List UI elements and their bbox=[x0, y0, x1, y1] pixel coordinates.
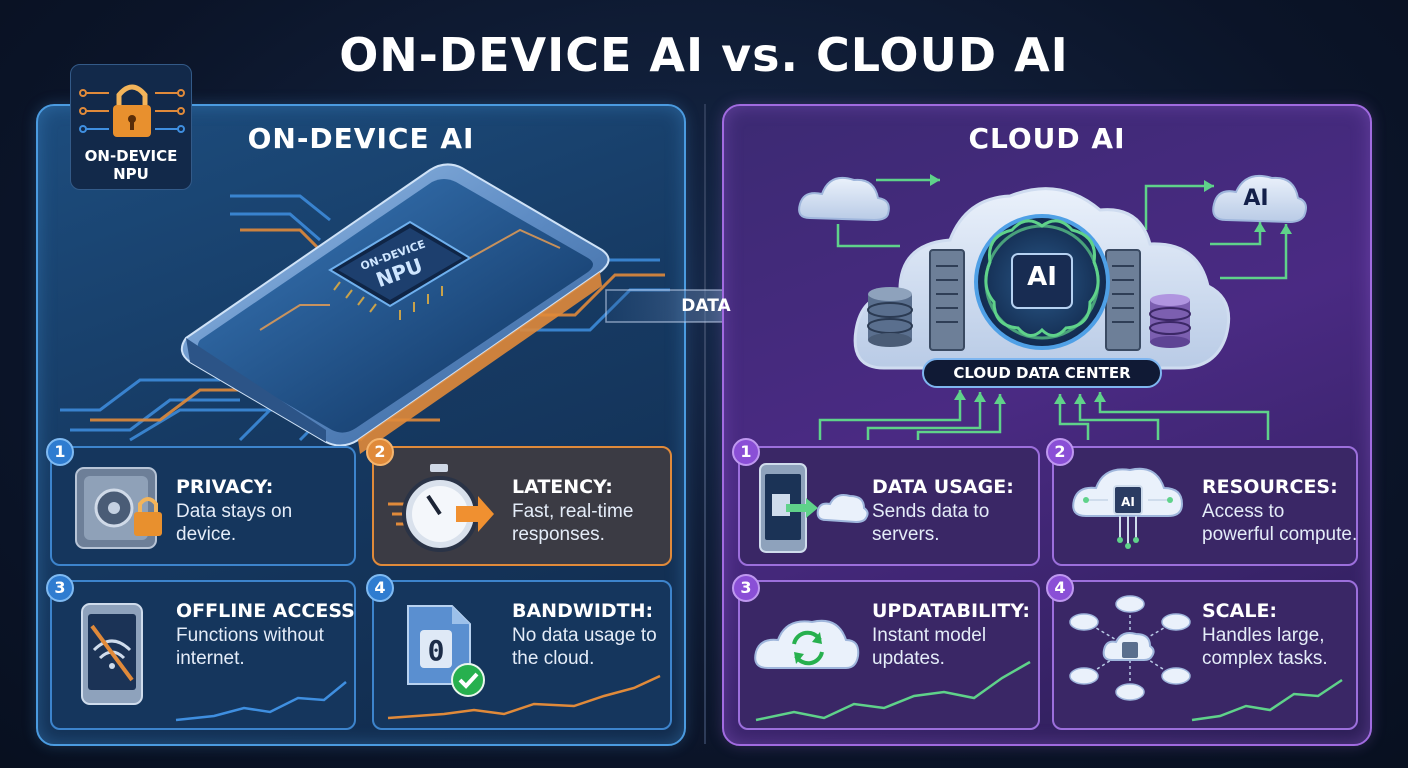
card-updatability: UPDATABILITY: Instant model updates. bbox=[738, 580, 1040, 730]
badge-number-1: 1 bbox=[46, 438, 74, 466]
card-bandwidth-heading: BANDWIDTH: bbox=[512, 600, 654, 622]
card-offline-body: Functions without internet. bbox=[176, 625, 324, 669]
on-device-panel-title: ON-DEVICE AI bbox=[247, 122, 475, 155]
card-privacy-heading: PRIVACY: bbox=[176, 476, 274, 498]
badge-number-2-cloud: 2 bbox=[1046, 438, 1074, 466]
trend-sparkline bbox=[755, 660, 1031, 722]
center-divider bbox=[704, 104, 706, 744]
npu-badge-line2: NPU bbox=[113, 165, 149, 183]
small-ai-cloud bbox=[1212, 174, 1307, 224]
phone-no-wifi-icon bbox=[81, 603, 143, 705]
small-cloud-left bbox=[798, 176, 890, 222]
card-latency: LATENCY: Fast, real-time responses. bbox=[372, 446, 672, 566]
npu-badge-line1: ON-DEVICE bbox=[84, 147, 178, 165]
file-digit-text: 0 bbox=[428, 634, 445, 667]
cloud-chip-icon: AI bbox=[1072, 467, 1184, 549]
card-scale-body: Handles large, complex tasks. bbox=[1202, 625, 1328, 669]
trend-sparkline bbox=[175, 681, 347, 722]
card-scale: SCALE: Handles large, complex tasks. bbox=[1052, 580, 1358, 730]
smartphone bbox=[180, 163, 610, 454]
badge-number-4-cloud: 4 bbox=[1046, 574, 1074, 602]
cloud-sync-icon bbox=[754, 619, 860, 669]
ai-core-label: AI bbox=[1027, 262, 1057, 292]
npu-badge: ON-DEVICE NPU bbox=[70, 64, 192, 190]
ai-small-cloud-label: AI bbox=[1243, 186, 1269, 211]
card-resources-body: Access to powerful compute. bbox=[1202, 501, 1358, 545]
page-title: ON-DEVICE AI vs. CLOUD AI bbox=[339, 28, 1069, 82]
badge-number-4: 4 bbox=[366, 574, 394, 602]
badge-number-1-cloud: 1 bbox=[732, 438, 760, 466]
card-scale-heading: SCALE: bbox=[1202, 600, 1278, 622]
badge-number-3-cloud: 3 bbox=[732, 574, 760, 602]
file-zero-check-icon: 0 bbox=[407, 605, 485, 697]
card-privacy: PRIVACY: Data stays on device. bbox=[50, 446, 356, 566]
card-resources: AI RESOURCES: Access to powerful compute… bbox=[1052, 446, 1358, 566]
data-arrow-label: DATA bbox=[681, 296, 731, 316]
card-data-usage-heading: DATA USAGE: bbox=[872, 476, 1014, 498]
padlock-circuit-icon bbox=[79, 84, 185, 137]
stopwatch-icon bbox=[388, 464, 494, 552]
card-privacy-body: Data stays on device. bbox=[176, 501, 293, 545]
card-offline-access: OFFLINE ACCESS: Functions without intern… bbox=[50, 580, 356, 730]
card-offline-heading: OFFLINE ACCESS: bbox=[176, 600, 356, 622]
card-updatability-heading: UPDATABILITY: bbox=[872, 600, 1030, 622]
trend-sparkline bbox=[1191, 678, 1343, 722]
badge-number-3: 3 bbox=[46, 574, 74, 602]
cloud-panel-title: CLOUD AI bbox=[968, 122, 1126, 155]
card-latency-heading: LATENCY: bbox=[512, 476, 613, 498]
phone-to-cloud-icon bbox=[759, 463, 869, 553]
card-data-usage-body: Sends data to servers. bbox=[872, 501, 990, 545]
card-data-usage: DATA USAGE: Sends data to servers. bbox=[738, 446, 1040, 566]
card-bandwidth-body: No data usage to the cloud. bbox=[512, 625, 657, 669]
card-resources-heading: RESOURCES: bbox=[1202, 476, 1338, 498]
card-updatability-body: Instant model updates. bbox=[872, 625, 987, 669]
database-icon-right bbox=[1149, 294, 1191, 348]
cloud-data-center-label: CLOUD DATA CENTER bbox=[922, 358, 1162, 388]
cloud-network-icon bbox=[1069, 595, 1191, 701]
data-center-cloud bbox=[853, 187, 1231, 370]
card-bandwidth: 0 BANDWIDTH: No data usage to the cloud. bbox=[372, 580, 672, 730]
trend-sparkline bbox=[387, 674, 661, 720]
chip-ai-text: AI bbox=[1121, 495, 1135, 509]
database-icon-left bbox=[867, 287, 913, 347]
badge-number-2: 2 bbox=[366, 438, 394, 466]
safe-lock-icon bbox=[75, 467, 162, 549]
card-latency-body: Fast, real-time responses. bbox=[512, 501, 634, 545]
